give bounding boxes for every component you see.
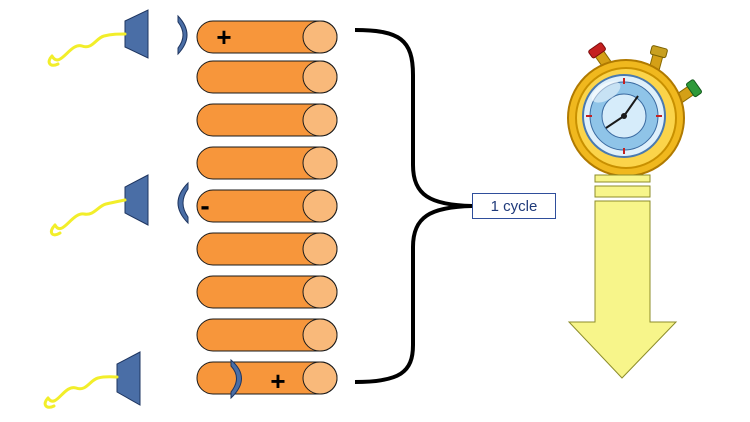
down-arrow-icon	[567, 174, 678, 379]
shield-top-icon	[177, 14, 188, 56]
curly-brace-icon	[354, 28, 473, 384]
plus-sign-bottom: +	[270, 366, 285, 396]
tube-1	[196, 20, 338, 54]
emitter-top-icon	[124, 9, 149, 59]
emitter-bottom-icon	[116, 351, 141, 406]
tube-3	[196, 103, 338, 137]
stopwatch-icon	[567, 42, 702, 177]
plus-sign-top: +	[216, 22, 231, 52]
tube-4	[196, 146, 338, 180]
shield-middle-icon	[177, 181, 189, 225]
minus-sign-middle: -	[200, 190, 209, 221]
tube-5	[196, 189, 338, 223]
wire-bottom-icon	[43, 375, 119, 409]
tube-6	[196, 232, 338, 266]
emitter-middle-icon	[124, 174, 149, 226]
shield-bottom-icon	[230, 358, 242, 400]
tube-9	[196, 361, 338, 395]
wire-middle-icon	[49, 198, 127, 237]
tube-7	[196, 275, 338, 309]
cycle-label: 1 cycle	[472, 193, 556, 219]
wire-top-icon	[47, 32, 127, 67]
tube-stack	[196, 20, 338, 395]
tube-2	[196, 60, 338, 94]
tube-8	[196, 318, 338, 352]
